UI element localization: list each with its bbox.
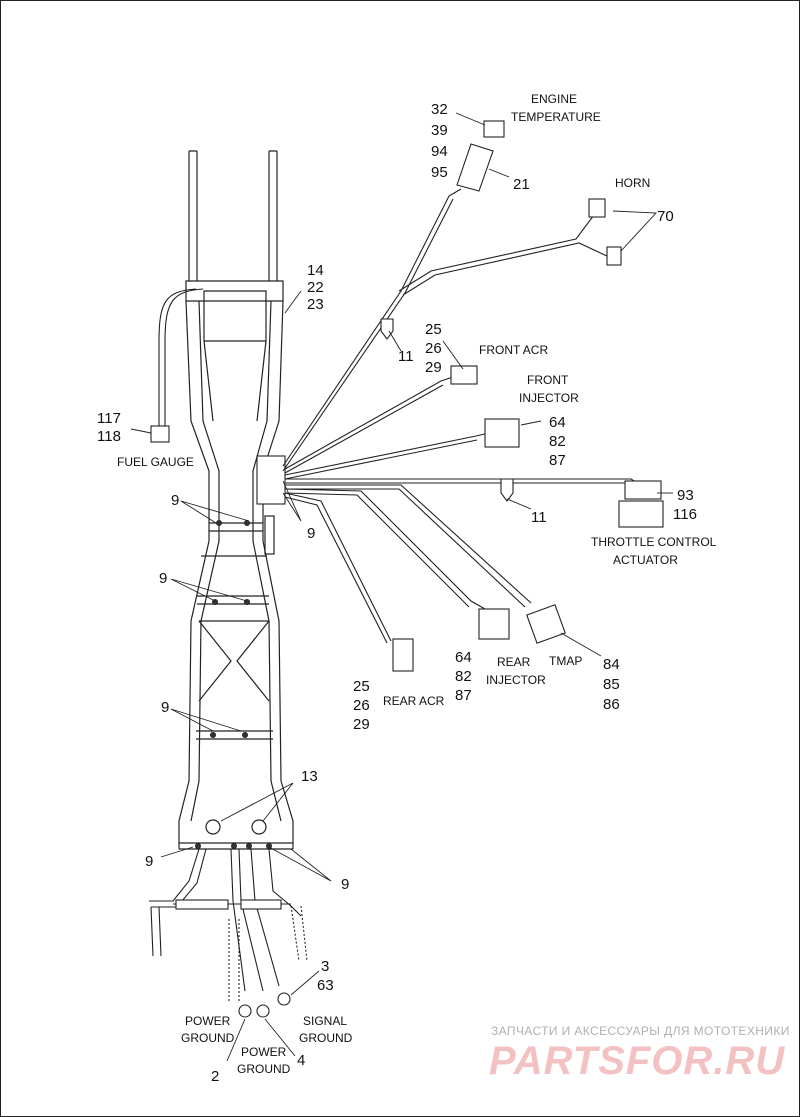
- power-ground-left-caption-1: POWER: [185, 1014, 231, 1028]
- frame: [178, 150, 294, 850]
- power-ground-terminal-right: [256, 1004, 270, 1018]
- throttle-caption-1: THROTTLE CONTROL: [591, 535, 717, 549]
- front-acr-number-2: 26: [425, 340, 442, 357]
- tmap-number-2: 85: [603, 676, 620, 693]
- frame-number-3: 23: [307, 296, 324, 313]
- rear-injector-caption-2: INJECTOR: [486, 673, 546, 687]
- throttle-caption-2: ACTUATOR: [613, 553, 678, 567]
- tmap-caption: TMAP: [549, 654, 582, 668]
- cable-ties: [195, 520, 272, 849]
- engine-temp-caption-2: TEMPERATURE: [511, 110, 601, 124]
- front-acr-number-1: 25: [425, 321, 442, 338]
- engine-temp-number-3: 94: [431, 143, 448, 160]
- power-ground-left-number: 2: [211, 1068, 219, 1085]
- frame-number-2: 22: [307, 279, 324, 296]
- signal-ground-number-1: 3: [321, 958, 329, 975]
- rear-acr-number-2: 26: [353, 697, 370, 714]
- horn-number: 70: [657, 208, 674, 225]
- fuel-gauge-connector: [150, 425, 170, 443]
- clip-upper-number: 11: [398, 348, 414, 365]
- watermark-brand: PARTSFOR.RU: [489, 1039, 785, 1083]
- tie-number-1: 9: [171, 492, 179, 509]
- fuel-gauge-number-2: 118: [97, 428, 121, 445]
- engine-temp-number-2: 39: [431, 122, 448, 139]
- front-acr-number-3: 29: [425, 359, 442, 376]
- horn-caption: HORN: [615, 176, 650, 190]
- harness-junction: [256, 455, 286, 505]
- rear-injector-number-1: 64: [455, 649, 472, 666]
- power-ground-left-caption-2: GROUND: [181, 1031, 235, 1045]
- tie-number-5: 9: [145, 853, 153, 870]
- rear-injector-number-3: 87: [455, 687, 472, 704]
- signal-ground-caption-1: SIGNAL: [303, 1014, 347, 1028]
- throttle-number-1: 93: [677, 487, 694, 504]
- clip-lower-number: 11: [531, 509, 547, 526]
- signal-ground-number-2: 63: [317, 977, 334, 994]
- engine-temp-connector: [483, 120, 505, 138]
- watermark: ЗАПЧАСТИ И АКСЕССУАРЫ ДЛЯ МОТОТЕХНИКИ PA…: [489, 1024, 790, 1083]
- engine-temp-number-1: 32: [431, 101, 448, 118]
- horn-connector-upper: [588, 198, 606, 218]
- front-injector-number-1: 64: [549, 414, 566, 431]
- rear-acr-number-3: 29: [353, 716, 370, 733]
- front-acr-caption: FRONT ACR: [479, 343, 548, 357]
- front-injector-connector: [484, 418, 520, 448]
- throttle-number-2: 116: [673, 506, 697, 523]
- tie-number-3: 9: [159, 570, 167, 587]
- engine-temp-caption-1: ENGINE: [531, 92, 577, 106]
- front-injector-caption-1: FRONT: [527, 373, 569, 387]
- fuel-gauge-number-1: 117: [97, 410, 121, 427]
- power-ground-right-caption-1: POWER: [241, 1045, 287, 1059]
- grommet-number: 13: [301, 768, 318, 785]
- throttle-connector-plug: [624, 480, 662, 500]
- rear-acr-number-1: 25: [353, 678, 370, 695]
- front-acr-connector: [450, 365, 478, 385]
- power-ground-right-number: 4: [297, 1052, 305, 1069]
- tie-number-2: 9: [307, 525, 315, 542]
- rear-acr-caption: REAR ACR: [383, 694, 445, 708]
- rear-injector-connector: [478, 608, 510, 640]
- rear-injector-number-2: 82: [455, 668, 472, 685]
- sensor-body-number: 21: [513, 176, 530, 193]
- connectors: [150, 120, 664, 1018]
- tie-number-6: 9: [341, 876, 349, 893]
- tmap-number-3: 86: [603, 696, 620, 713]
- power-ground-right-caption-2: GROUND: [237, 1062, 291, 1076]
- tmap-number-1: 84: [603, 656, 620, 673]
- horn-connector-lower: [606, 246, 622, 266]
- signal-ground-terminal: [277, 992, 291, 1006]
- throttle-actuator-body: [618, 500, 664, 528]
- clip-upper: [380, 318, 394, 340]
- rear-acr-connector: [392, 638, 414, 672]
- power-ground-terminal-left: [238, 1004, 252, 1018]
- engine-temp-sensor-body: [456, 143, 494, 192]
- front-injector-caption-2: INJECTOR: [519, 391, 579, 405]
- engine-temp-number-4: 95: [431, 164, 448, 181]
- front-injector-number-2: 82: [549, 433, 566, 450]
- clip-lower: [500, 478, 514, 502]
- fuel-gauge-caption: FUEL GAUGE: [117, 455, 194, 469]
- signal-ground-caption-2: GROUND: [299, 1031, 353, 1045]
- front-injector-number-3: 87: [549, 452, 566, 469]
- watermark-tagline: ЗАПЧАСТИ И АКСЕССУАРЫ ДЛЯ МОТОТЕХНИКИ: [491, 1024, 790, 1038]
- frame-number-1: 14: [307, 262, 324, 279]
- callout-labels: 32 39 94 95 ENGINE TEMPERATURE 21 HORN 7…: [97, 92, 717, 1085]
- harness-wires: [149, 188, 644, 1001]
- rear-injector-caption-1: REAR: [497, 655, 531, 669]
- tie-number-4: 9: [161, 699, 169, 716]
- leader-lines: [130, 112, 673, 1062]
- tmap-connector: [526, 604, 566, 644]
